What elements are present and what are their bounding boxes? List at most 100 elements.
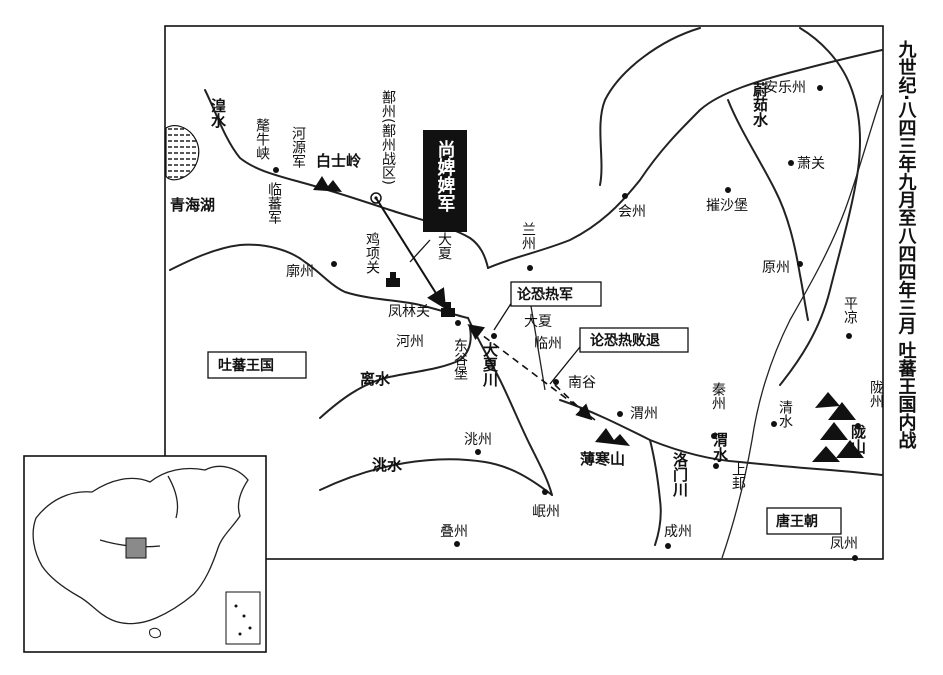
shanggui-dot xyxy=(713,463,719,469)
shanzhou-label: 鄯州(鄯州战区) xyxy=(380,89,396,185)
xiaoguan-label: 萧关 xyxy=(797,156,825,172)
anlezhou-label: 安乐州 xyxy=(764,80,806,96)
nangu-label: 南谷 xyxy=(568,375,596,391)
shang-advance-arrow xyxy=(375,197,447,310)
qinghai-lake-shape xyxy=(165,125,200,181)
chengzhou-dot xyxy=(665,543,671,549)
pingliang-dot xyxy=(846,333,852,339)
shang-callout-line xyxy=(409,239,431,263)
baohan-mountain-icon xyxy=(595,428,630,446)
yellow-river-main xyxy=(487,49,883,269)
lanzhou-label: 兰州 xyxy=(520,222,536,250)
tang-region-label: 唐王朝 xyxy=(776,513,818,530)
lun-retreat-callout-line xyxy=(549,341,585,385)
wei-river xyxy=(559,399,883,476)
tang-region-box xyxy=(766,507,842,535)
longzhou-label: 陇州 xyxy=(868,380,884,408)
lun-retreat-arrow xyxy=(467,324,596,421)
chengzhou-label: 成州 xyxy=(664,524,692,540)
qinzhou-label: 秦州 xyxy=(710,382,726,410)
xiaoguan-dot xyxy=(788,160,794,166)
wei-ru-river-label: 蔚茹水 xyxy=(751,81,769,128)
qingshui-label: 清水 xyxy=(777,400,793,428)
yellow-river-loop xyxy=(599,27,701,186)
huizhou-dot xyxy=(622,193,628,199)
jixiang-pass-icon xyxy=(386,272,400,287)
li-river xyxy=(319,327,472,419)
tang-border xyxy=(721,94,883,559)
daxia-river xyxy=(467,317,553,496)
maoniuxia-label: 氂牛峡 xyxy=(254,118,270,160)
fengzhou-dot xyxy=(852,555,858,561)
baitu-mountain-icon xyxy=(313,176,342,192)
pingliang-label: 平凉 xyxy=(842,296,858,324)
fenglin-pass-icon xyxy=(441,302,455,317)
china-inset-map xyxy=(23,455,267,653)
shang-force-label: 尚婢婢军 xyxy=(435,139,456,212)
anlezhou-dot xyxy=(817,85,823,91)
cuishabao-dot xyxy=(725,187,731,193)
daxia-north-label: 大夏 xyxy=(436,232,452,260)
longzhou-dot xyxy=(855,423,861,429)
lanzhou-dot xyxy=(527,265,533,271)
huang-river-label: 湟水 xyxy=(209,97,227,129)
lun-callout-line xyxy=(493,301,513,331)
long-mountain-icon xyxy=(812,392,864,462)
map-title: 九世纪·八四三年九月至八四四年三月 吐蕃王国内战 xyxy=(896,40,918,449)
lun-force-label: 论恐热军 xyxy=(517,286,573,303)
minzhou-dot xyxy=(542,489,548,495)
tibet-region-box xyxy=(207,351,307,379)
heyuanjun-label: 河源军 xyxy=(290,126,306,168)
lun-force-box xyxy=(510,281,602,307)
shang-force-box xyxy=(423,130,467,232)
linfanjun-label: 临蕃军 xyxy=(266,182,282,224)
qingshui-dot xyxy=(771,421,777,427)
qinzhou-dot xyxy=(711,433,717,439)
jixiangguan-label: 鸡项关 xyxy=(364,231,380,274)
lun-retreat-label: 论恐热败退 xyxy=(590,332,660,349)
yuanzhou-dot xyxy=(797,261,803,267)
luomen-river xyxy=(649,439,662,546)
daxia-river-label: 大夏川 xyxy=(481,341,499,387)
tibet-region-label: 吐蕃王国 xyxy=(218,357,274,374)
tao-river xyxy=(319,458,553,496)
daxia-south-label: 大夏 xyxy=(524,314,552,330)
linfanjun-dot xyxy=(273,167,279,173)
yuanzhou-label: 原州 xyxy=(762,260,790,276)
wei-ru-river xyxy=(727,99,809,321)
shanggui-label: 上邽 xyxy=(730,462,746,490)
fenglinguan-label: 凤林关 xyxy=(388,304,430,320)
li-river-label: 离水 xyxy=(360,370,391,388)
long-mountain-label: 陇山 xyxy=(849,423,867,455)
wei-river-label: 渭水 xyxy=(711,432,729,463)
tao-river-label: 洮水 xyxy=(372,456,403,474)
daxia-dot xyxy=(491,333,497,339)
baohan-mountain-label: 薄寒山 xyxy=(580,450,625,468)
fengzhou-label: 凤州 xyxy=(830,536,858,552)
lun-retreat-box xyxy=(579,327,689,353)
yellow-river-bend xyxy=(779,27,861,386)
weizhou-dot xyxy=(617,411,623,417)
yellow-river-upper xyxy=(169,243,469,319)
huang-river xyxy=(204,89,489,269)
qinghai-lake-label: 青海湖 xyxy=(170,196,215,214)
nangu-dot xyxy=(553,379,559,385)
diezhou-label: 叠州 xyxy=(440,524,468,540)
cuishabao-label: 摧沙堡 xyxy=(706,198,748,214)
taozhou-dot xyxy=(475,449,481,455)
kuozhou-dot xyxy=(331,261,337,267)
donggubao-label: 东谷堡 xyxy=(452,338,468,380)
huizhou-label: 会州 xyxy=(618,204,646,220)
kuozhou-label: 廓州 xyxy=(286,263,314,280)
diezhou-dot xyxy=(454,541,460,547)
lun-retreat-arrow-south xyxy=(554,384,593,421)
minzhou-label: 岷州 xyxy=(532,504,560,520)
weizhou-label: 渭州 xyxy=(630,406,658,422)
taozhou-label: 洮州 xyxy=(464,432,492,448)
hezhou-dot xyxy=(455,320,461,326)
luomen-river-label: 洛门川 xyxy=(671,451,689,497)
hezhou-label: 河州 xyxy=(396,334,424,350)
linzhou-label: 临州 xyxy=(534,336,562,352)
